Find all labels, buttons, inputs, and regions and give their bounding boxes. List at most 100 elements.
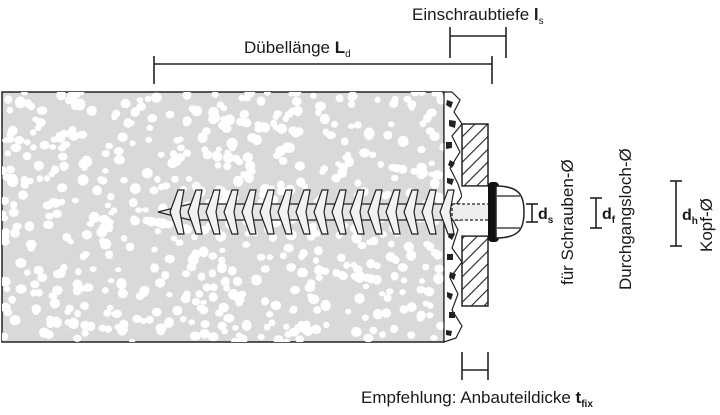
- aggregate-dot: [348, 123, 355, 129]
- aggregate-dot: [164, 254, 175, 264]
- aggregate-dot: [182, 224, 190, 231]
- aggregate-dot: [107, 278, 115, 284]
- aggregate-dot: [219, 247, 226, 253]
- aggregate-dot: [49, 144, 57, 151]
- aggregate-dot: [161, 271, 170, 280]
- tfix-dimension: [461, 352, 489, 380]
- aggregate-dot: [407, 331, 416, 339]
- aggregate-dot: [58, 152, 68, 161]
- aggregate-dot: [430, 249, 439, 257]
- aggregate-dot: [354, 121, 362, 129]
- aggregate-dot: [422, 263, 430, 271]
- aggregate-dot: [320, 165, 329, 173]
- aggregate-dot: [436, 321, 444, 331]
- aggregate-dot: [30, 289, 38, 297]
- aggregate-dot: [2, 227, 10, 237]
- aggregate-dot: [416, 313, 425, 322]
- aggregate-dot: [81, 230, 92, 240]
- aggregate-dot: [92, 185, 102, 196]
- aggregate-dot: [407, 100, 417, 109]
- aggregate-dot: [68, 317, 79, 330]
- aggregate-dot: [18, 190, 28, 200]
- aggregate-dot: [183, 149, 192, 157]
- aggregate-dot: [15, 284, 27, 294]
- aggregate-dot: [182, 119, 191, 127]
- aggregate-dot: [417, 146, 426, 154]
- aggregate-dot: [381, 308, 392, 318]
- aggregate-dot: [261, 297, 270, 306]
- aggregate-dot: [256, 253, 266, 261]
- aggregate-dot: [263, 323, 271, 331]
- aggregate-dot: [270, 300, 282, 311]
- aggregate-dot: [164, 317, 174, 328]
- aggregate-dot: [175, 239, 184, 246]
- aggregate-dot: [425, 242, 435, 251]
- aggregate-dot: [35, 118, 46, 127]
- aggregate-dot: [241, 320, 252, 331]
- aggregate-dot: [64, 319, 71, 326]
- aggregate-dot: [197, 132, 208, 143]
- aggregate-dot: [256, 96, 266, 106]
- aggregate-dot: [363, 334, 370, 342]
- aggregate-dot: [388, 240, 395, 248]
- aggregate-dot: [167, 157, 178, 169]
- aggregate-dot: [244, 92, 256, 98]
- aggregate-dot: [400, 277, 408, 284]
- aggregate-dot: [2, 302, 11, 313]
- aggregate-dot: [30, 280, 40, 289]
- aggregate-dot: [171, 175, 179, 183]
- aggregate-dot: [392, 164, 402, 173]
- screw-thread: [169, 189, 185, 235]
- aggregate-dot: [154, 228, 162, 235]
- aggregate-dot: [150, 263, 160, 273]
- aggregate-dot: [357, 242, 367, 250]
- aggregate-dot: [104, 325, 112, 333]
- aggregate-dot: [177, 144, 185, 151]
- aggregate-dot: [283, 243, 294, 253]
- aggregate-dot: [254, 121, 263, 129]
- aggregate-dot: [199, 328, 210, 339]
- aggregate-dot: [135, 207, 143, 214]
- aggregate-dot: [96, 227, 107, 238]
- aggregate-dot: [286, 263, 296, 272]
- aggregate-dot: [268, 319, 276, 327]
- aggregate-dot: [430, 334, 438, 341]
- aggregate-dot: [217, 321, 227, 331]
- aggregate-dot: [68, 126, 77, 133]
- aggregate-dot: [354, 179, 362, 187]
- aggregate-dot: [212, 151, 223, 162]
- aggregate-dot: [106, 304, 114, 311]
- aggregate-dot: [335, 94, 344, 103]
- aggregate-dot: [224, 149, 231, 155]
- aggregate-dot: [136, 102, 146, 111]
- aggregate-dot: [83, 283, 93, 292]
- aggregate-dot: [7, 175, 19, 188]
- aggregate-dot: [373, 262, 381, 270]
- aggregate-dot: [4, 95, 13, 104]
- aggregate-dot: [347, 101, 356, 108]
- aggregate-dot: [146, 216, 157, 227]
- aggregate-dot: [266, 254, 274, 261]
- screw-thread: [385, 189, 401, 235]
- aggregate-dot: [432, 170, 443, 181]
- tfix-label: Empfehlung: Anbauteildicke tfix: [361, 388, 593, 410]
- aggregate-dot: [301, 183, 308, 190]
- aggregate-dot: [326, 131, 336, 140]
- aggregate-dot: [155, 278, 166, 288]
- aggregate-dot: [57, 183, 68, 193]
- aggregate-dot: [113, 147, 124, 156]
- screw-thread: [367, 189, 383, 235]
- aggregate-dot: [33, 160, 44, 171]
- aggregate-dot: [60, 129, 67, 136]
- aggregate-dot: [390, 271, 399, 281]
- aggregate-dot: [351, 272, 361, 281]
- aggregate-dot: [129, 339, 136, 342]
- aggregate-dot: [232, 324, 239, 331]
- dh-description: Kopf-Ø: [697, 198, 716, 252]
- aggregate-dot: [202, 283, 211, 292]
- aggregate-dot: [144, 95, 152, 103]
- aggregate-dot: [169, 150, 178, 159]
- aggregate-dot: [129, 140, 136, 147]
- aggregate-dot: [385, 252, 396, 262]
- aggregate-dot: [45, 212, 54, 220]
